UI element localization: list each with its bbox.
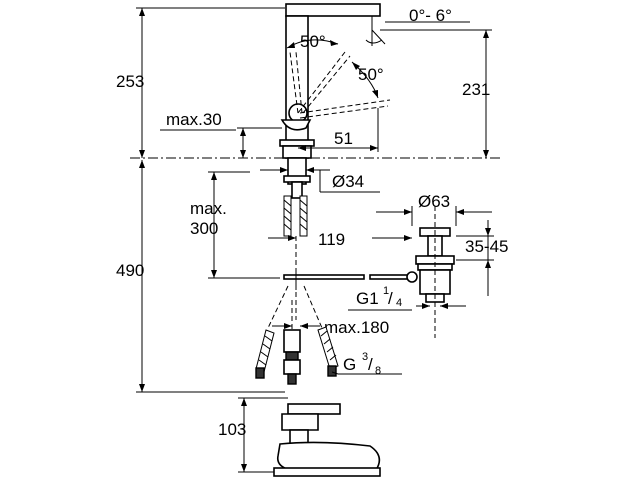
label-g1-slash: /	[388, 289, 393, 308]
label-51: 51	[334, 129, 353, 148]
dimension-d34: Ø34	[260, 167, 380, 193]
label-490: 490	[116, 261, 144, 280]
label-max30: max.30	[166, 110, 222, 129]
dimension-490: 490	[116, 160, 285, 393]
label-119: 119	[318, 230, 345, 249]
mounting-shank	[283, 157, 311, 199]
lever-side-view	[273, 403, 381, 477]
label-angle-lower: 50°	[358, 65, 384, 84]
label-231: 231	[462, 80, 490, 99]
lever-positions	[289, 51, 391, 119]
label-g-den: 8	[375, 365, 381, 377]
dimension-35-45: 35-45	[456, 220, 508, 296]
label-g1-den: 4	[396, 297, 402, 309]
label-35-45: 35-45	[465, 237, 508, 256]
hoses-lower	[255, 285, 339, 385]
label-g-num: 3	[362, 351, 368, 363]
label-103: 103	[218, 420, 246, 439]
angle-arcs: 50° 50°	[286, 32, 384, 99]
dimension-max30: max.30	[160, 110, 282, 158]
dimension-tilt: 0°- 6°	[365, 6, 470, 46]
dimension-g3-8: G 3 / 8	[331, 351, 402, 377]
label-max180: max.180	[324, 318, 389, 337]
dimension-231: 231	[380, 29, 492, 158]
dimension-253: 253	[116, 7, 285, 158]
label-253: 253	[116, 72, 144, 91]
label-tilt: 0°- 6°	[409, 6, 452, 25]
dimension-max300: max. 300	[190, 171, 280, 279]
label-g1-num: 1	[383, 285, 389, 297]
dimension-max180: max.180	[272, 318, 389, 337]
label-max300-line1: max.	[190, 199, 227, 218]
dimension-g1-1-4: G1 1 / 4	[348, 285, 466, 311]
dimension-103: 103	[218, 397, 288, 473]
label-d63: Ø63	[418, 192, 450, 211]
label-max300-line2: 300	[190, 219, 218, 238]
hoses-upper	[283, 195, 308, 237]
label-g-slash: /	[368, 355, 373, 374]
label-angle-upper: 50°	[300, 32, 326, 51]
label-d34: Ø34	[332, 172, 364, 191]
dimension-119: 119	[268, 230, 412, 249]
label-g-main: G	[343, 355, 356, 374]
popup-rod	[283, 236, 413, 320]
dimension-d63: Ø63	[376, 192, 492, 226]
label-g1-main: G1	[356, 289, 379, 308]
drain-assembly	[406, 206, 455, 338]
dimension-51: 51	[298, 108, 379, 152]
